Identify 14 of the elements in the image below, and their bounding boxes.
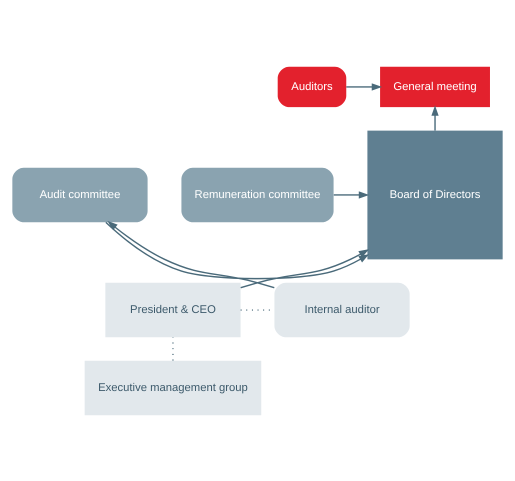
arrow (346, 82, 382, 90)
node-box: Remuneration committee (181, 167, 334, 222)
node-box: Internal auditor (274, 282, 410, 337)
node-box: Audit committee (12, 167, 148, 222)
node-box: Auditors (278, 66, 346, 107)
arrow (431, 104, 439, 130)
arrow (105, 221, 370, 279)
arrow (240, 248, 370, 288)
arrow (107, 220, 274, 288)
node-box: Board of Directors (367, 130, 503, 259)
node-box: General meeting (380, 66, 490, 107)
node-box: Executive management group (84, 360, 262, 415)
node-box: President & CEO (105, 282, 241, 337)
arrow (334, 190, 370, 198)
